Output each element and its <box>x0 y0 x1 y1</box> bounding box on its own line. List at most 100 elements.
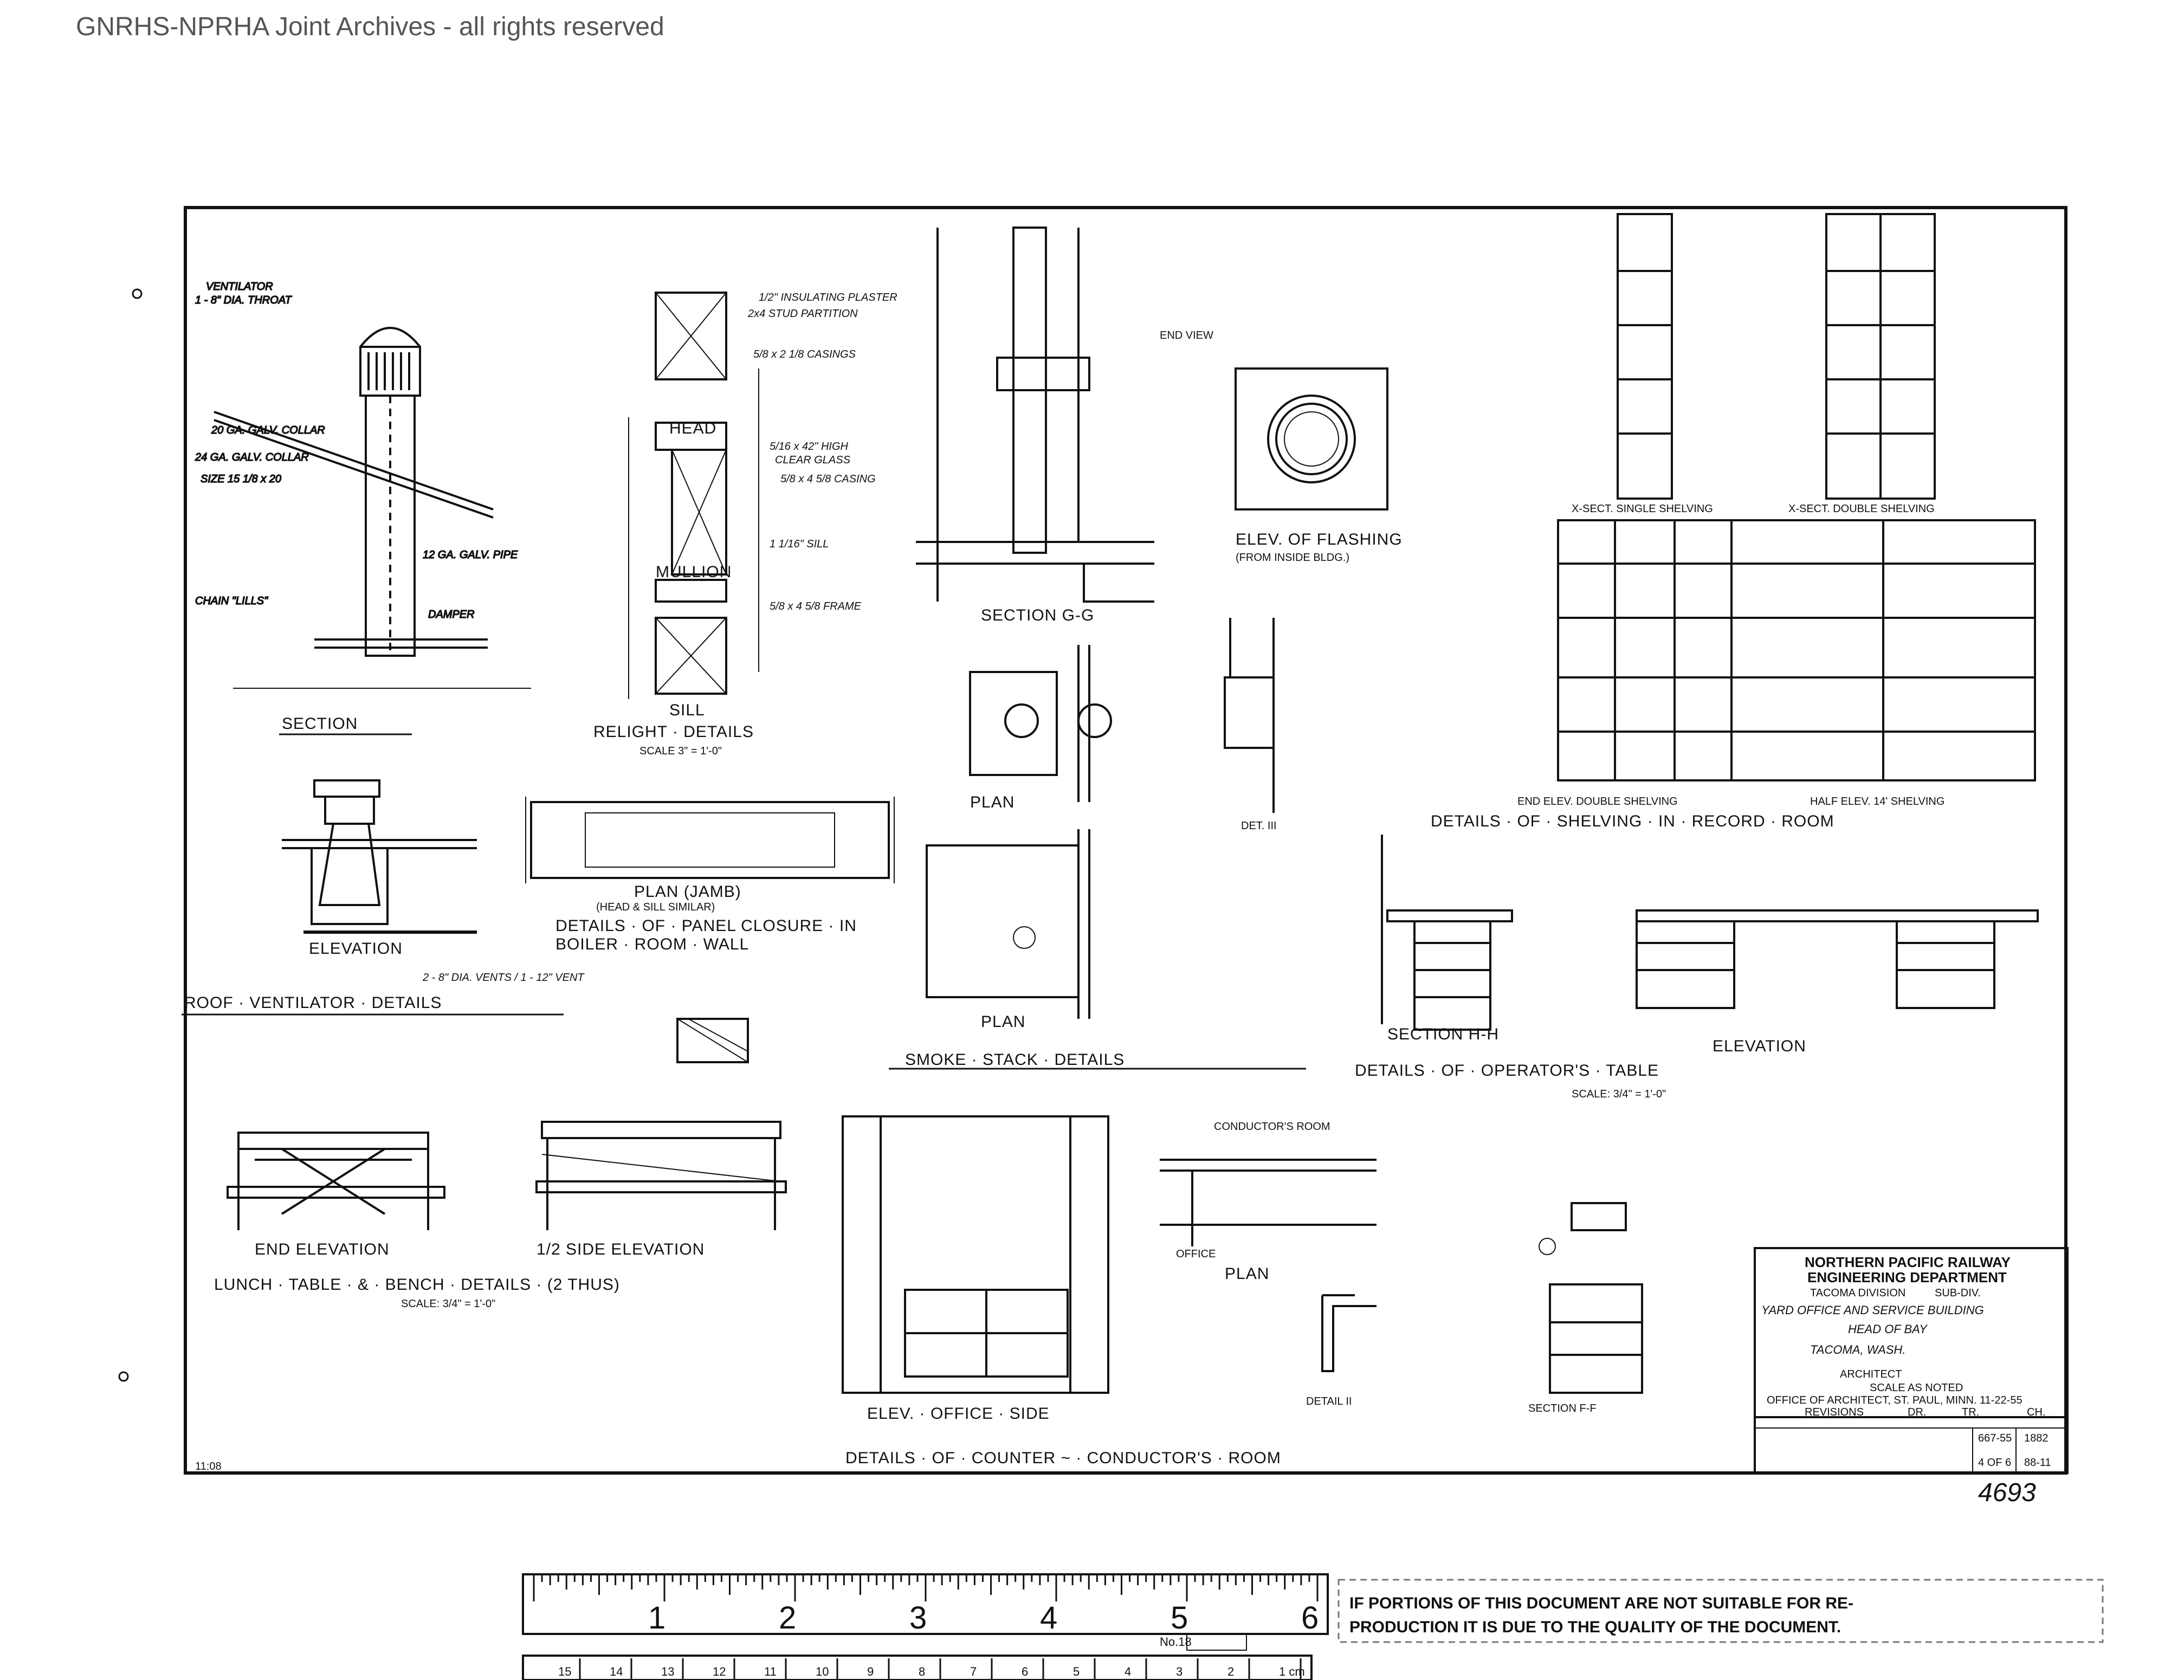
shelving-details <box>1557 213 2036 781</box>
elev-flashing-label: ELEV. OF FLASHING <box>1236 531 1403 548</box>
ruler-cm-label: 8 <box>919 1665 925 1678</box>
ruler-model: No.18 <box>1160 1635 1192 1649</box>
plan-label: PLAN <box>970 793 1015 811</box>
svg-text:CH.: CH. <box>2027 1406 2045 1418</box>
conductor-room-label: CONDUCTOR'S ROOM <box>1214 1121 1330 1133</box>
svg-text:CHAIN "LILLS": CHAIN "LILLS" <box>195 595 268 607</box>
ruler-cm-label: 13 <box>661 1665 674 1678</box>
roof-title: ROOF · VENTILATOR · DETAILS <box>184 994 442 1012</box>
svg-text:PRODUCTION IT IS DUE TO THE QU: PRODUCTION IT IS DUE TO THE QUALITY OF T… <box>1349 1618 1841 1636</box>
svg-text:SUB-DIV.: SUB-DIV. <box>1935 1287 1981 1299</box>
ruler-ticks <box>533 1574 1319 1680</box>
svg-text:DR.: DR. <box>1908 1406 1926 1418</box>
operator-scale: SCALE: 3/4" = 1'-0" <box>1572 1088 1666 1100</box>
lunch-end-label: END ELEVATION <box>255 1240 390 1258</box>
svg-text:1882: 1882 <box>2024 1432 2049 1444</box>
panel-plan-sub: (HEAD & SILL SIMILAR) <box>596 901 715 913</box>
ruler-inch-label: 4 <box>1040 1600 1057 1636</box>
svg-text:SCALE AS NOTED: SCALE AS NOTED <box>1870 1382 1963 1394</box>
roof-section-label: SECTION <box>282 715 358 733</box>
plan-label-2: PLAN <box>981 1013 1025 1031</box>
smoke-stack-details <box>916 227 1388 1019</box>
ruler-inch-label: 2 <box>779 1600 796 1636</box>
roof-elevation-label: ELEVATION <box>309 940 403 958</box>
roof-ventilator-section <box>214 327 531 689</box>
ruler-cm-label: 7 <box>970 1665 977 1678</box>
svg-text:IF PORTIONS OF THIS DOCUMENT A: IF PORTIONS OF THIS DOCUMENT ARE NOT SUI… <box>1349 1594 1853 1612</box>
relight-mullion: MULLION <box>656 563 732 581</box>
shelving-half: HALF ELEV. 14' SHELVING <box>1810 796 1944 807</box>
panel-closure-details <box>525 797 895 883</box>
svg-text:12 GA. GALV. PIPE: 12 GA. GALV. PIPE <box>423 549 518 561</box>
panel-title: DETAILS · OF · PANEL CLOSURE · IN <box>555 917 857 935</box>
svg-text:1 - 8" DIA. THROAT: 1 - 8" DIA. THROAT <box>195 294 293 306</box>
panel-plan: PLAN (JAMB) <box>634 883 741 901</box>
lunch-table-details <box>227 1018 787 1230</box>
svg-text:5/16 x 42" HIGH: 5/16 x 42" HIGH <box>770 441 848 453</box>
corner-code: 11:08 <box>195 1461 222 1472</box>
operator-title: DETAILS · OF · OPERATOR'S · TABLE <box>1355 1062 1659 1080</box>
svg-text:24 GA. GALV. COLLAR: 24 GA. GALV. COLLAR <box>195 451 309 463</box>
section-gg-label: SECTION G-G <box>981 606 1094 624</box>
sheet-border <box>184 206 2067 1475</box>
relight-scale: SCALE 3" = 1'-0" <box>639 745 722 757</box>
svg-text:TACOMA DIVISION: TACOMA DIVISION <box>1810 1287 1905 1299</box>
svg-text:2x4 STUD PARTITION: 2x4 STUD PARTITION <box>747 308 858 320</box>
svg-text:1/2" INSULATING PLASTER: 1/2" INSULATING PLASTER <box>759 292 897 303</box>
svg-text:VENTILATOR: VENTILATOR <box>206 281 273 293</box>
ruler-cm-label: 15 <box>558 1665 571 1678</box>
lunch-scale: SCALE: 3/4" = 1'-0" <box>401 1298 495 1310</box>
lunch-side-label: 1/2 SIDE ELEVATION <box>537 1240 705 1258</box>
svg-text:20 GA. GALV. COLLAR: 20 GA. GALV. COLLAR <box>211 424 325 436</box>
section-ff-label: SECTION F-F <box>1528 1403 1597 1414</box>
svg-text:HEAD OF BAY: HEAD OF BAY <box>1848 1322 1928 1336</box>
svg-text:5/8 x 2 1/8 CASINGS: 5/8 x 2 1/8 CASINGS <box>753 348 856 360</box>
plan2-label: PLAN <box>1225 1265 1269 1283</box>
counter-elev-label: ELEV. · OFFICE · SIDE <box>867 1405 1050 1423</box>
ruler-cm-label: 1 cm <box>1279 1665 1305 1678</box>
detail-ii-label: DETAIL II <box>1306 1395 1352 1407</box>
relight-head: HEAD <box>669 419 716 437</box>
svg-text:NORTHERN PACIFIC RAILWAY: NORTHERN PACIFIC RAILWAY <box>1805 1254 2011 1270</box>
operator-table-details <box>1381 835 2039 1031</box>
svg-text:TR.: TR. <box>1962 1406 1979 1418</box>
ruler-cm-label: 10 <box>816 1665 829 1678</box>
shelving-end: END ELEV. DOUBLE SHELVING <box>1517 796 1678 807</box>
ruler-inch-label: 6 <box>1301 1600 1319 1636</box>
svg-text:REVISIONS: REVISIONS <box>1805 1406 1864 1418</box>
ruler-cm-label: 3 <box>1176 1665 1183 1678</box>
svg-text:1 1/16" SILL: 1 1/16" SILL <box>770 538 829 550</box>
reproduction-notice: IF PORTIONS OF THIS DOCUMENT ARE NOT SUI… <box>1337 1579 2104 1643</box>
svg-text:DAMPER: DAMPER <box>428 609 475 621</box>
ruler-cm-label: 5 <box>1073 1665 1080 1678</box>
title-block-text: NORTHERN PACIFIC RAILWAY ENGINEERING DEP… <box>1761 1254 2051 1469</box>
lunch-title: LUNCH · TABLE · & · BENCH · DETAILS · (2… <box>214 1276 620 1294</box>
ruler-inch-label: 5 <box>1171 1600 1188 1636</box>
svg-text:667-55: 667-55 <box>1978 1432 2012 1444</box>
ruler-cm-label: 2 <box>1227 1665 1234 1678</box>
elev-flashing-sub: (FROM INSIDE BLDG.) <box>1236 552 1349 564</box>
svg-text:ENGINEERING DEPARTMENT: ENGINEERING DEPARTMENT <box>1807 1269 2007 1285</box>
ruler-cm-label: 6 <box>1022 1665 1028 1678</box>
svg-text:88-11: 88-11 <box>2024 1457 2051 1469</box>
section-hh-label: SECTION H-H <box>1387 1025 1499 1043</box>
svg-text:YARD OFFICE AND SERVICE BUILDI: YARD OFFICE AND SERVICE BUILDING <box>1761 1303 1984 1317</box>
svg-text:OFFICE OF ARCHITECT, ST. PAUL,: OFFICE OF ARCHITECT, ST. PAUL, MINN. 11-… <box>1767 1394 2023 1406</box>
ruler-inch-label: 3 <box>909 1600 927 1636</box>
roof-ventilator-elevation <box>282 779 477 934</box>
shelving-single: X-SECT. SINGLE SHELVING <box>1572 503 1713 515</box>
svg-text:4 OF 6: 4 OF 6 <box>1978 1457 2011 1469</box>
archive-header: GNRHS-NPRHA Joint Archives - all rights … <box>76 12 664 41</box>
svg-text:CLEAR GLASS: CLEAR GLASS <box>775 454 851 466</box>
shelving-double: X-SECT. DOUBLE SHELVING <box>1788 503 1935 515</box>
relight-details <box>628 292 759 699</box>
shelving-title: DETAILS · OF · SHELVING · IN · RECORD · … <box>1431 812 1834 830</box>
counter-title: DETAILS · OF · COUNTER ~ · CONDUCTOR'S ·… <box>845 1449 1281 1467</box>
counter-details <box>842 1115 1643 1394</box>
handwritten-number: 4693 <box>1978 1478 2036 1507</box>
svg-text:5/8 x 4 5/8 FRAME: 5/8 x 4 5/8 FRAME <box>770 600 862 612</box>
svg-text:5/8 x 4 5/8 CASING: 5/8 x 4 5/8 CASING <box>780 473 876 485</box>
ruler-cm-label: 9 <box>867 1665 874 1678</box>
ruler-cm-label: 12 <box>713 1665 726 1678</box>
